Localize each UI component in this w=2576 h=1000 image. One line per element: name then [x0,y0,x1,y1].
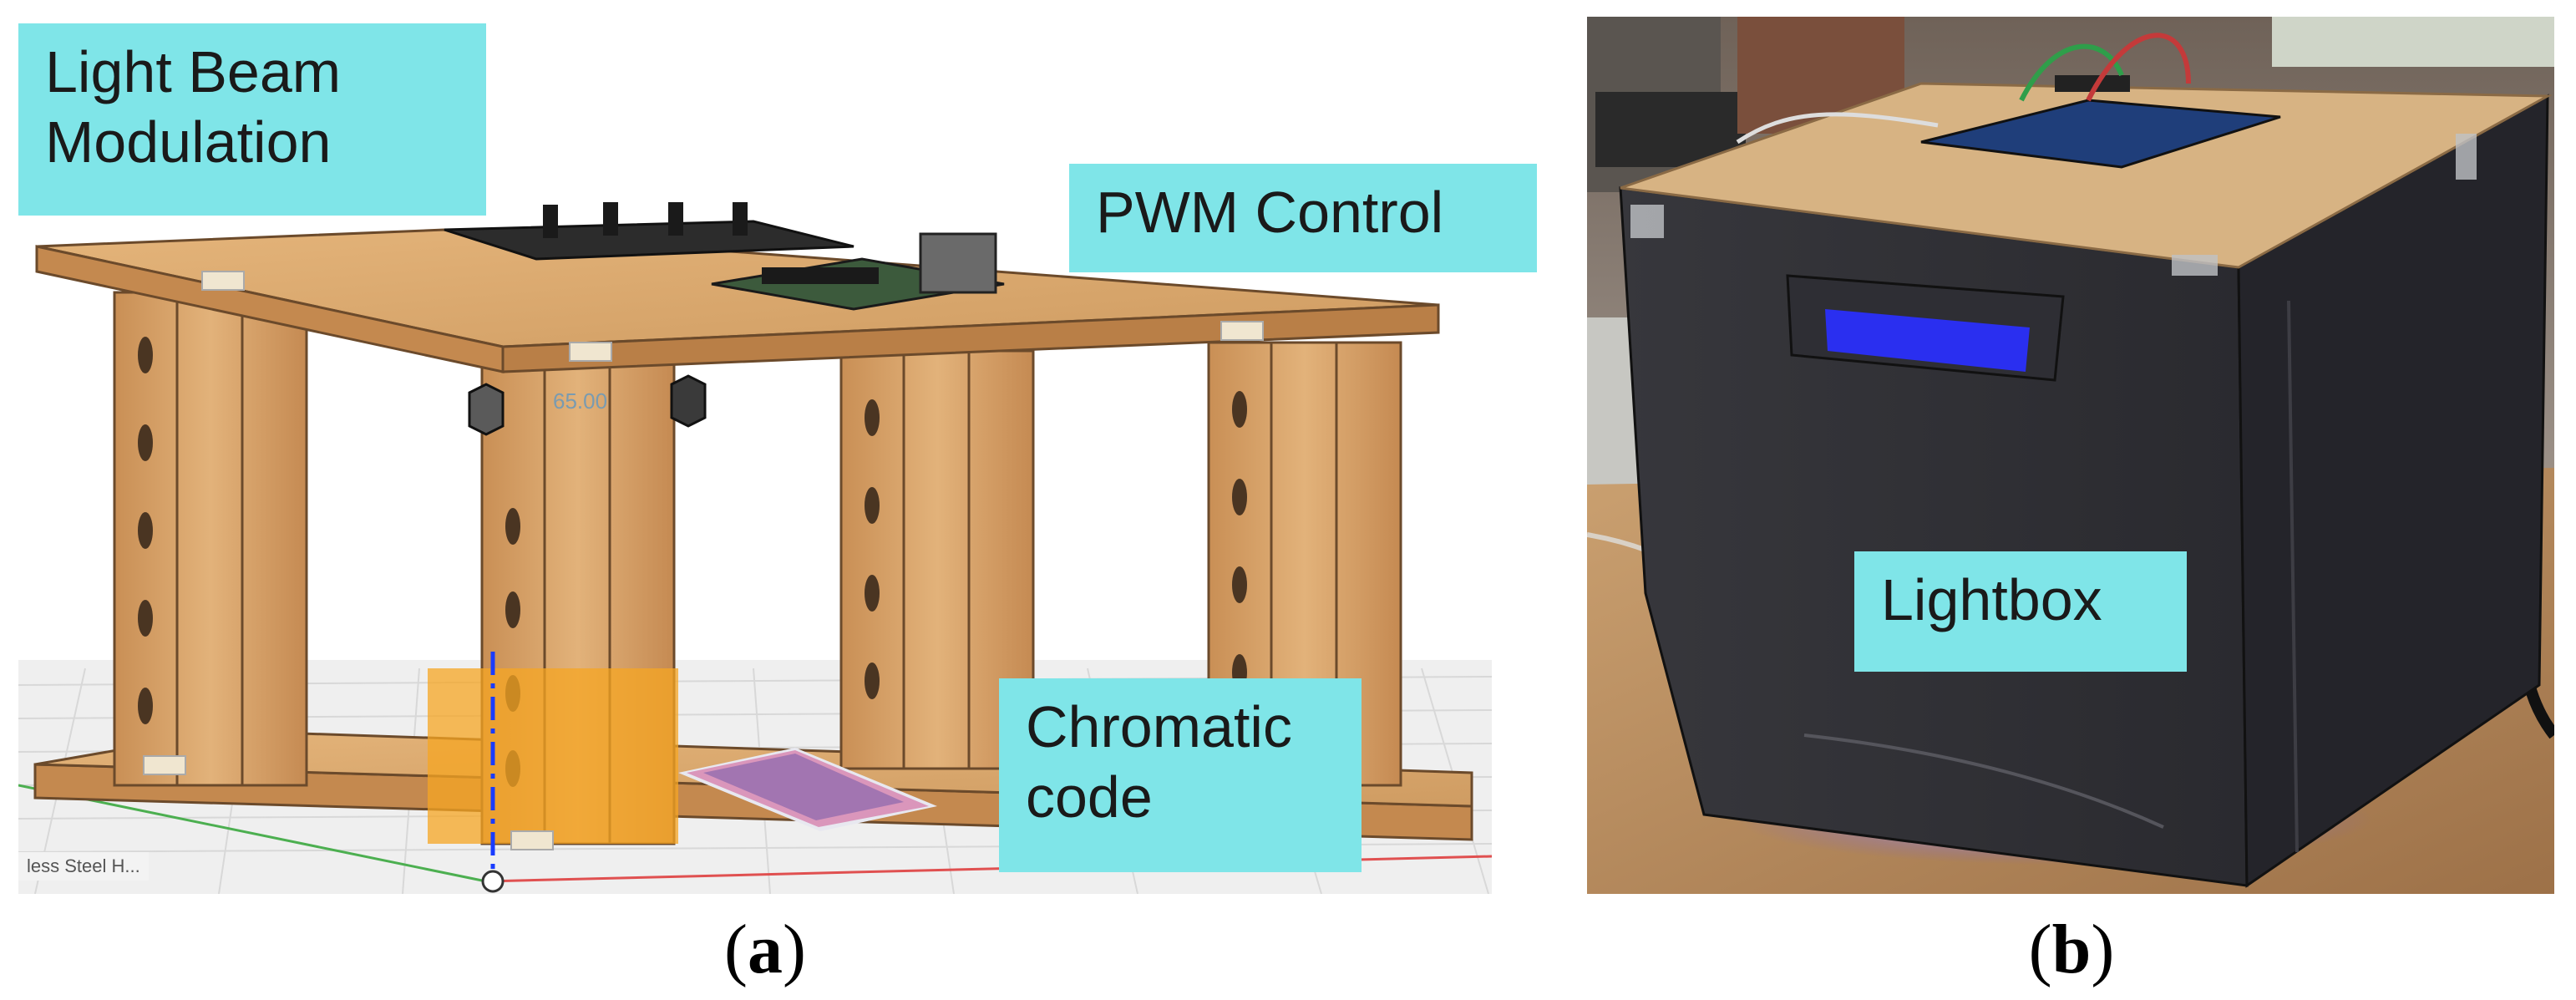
callout-lightbox: Lightbox [1854,551,2187,672]
caption-a-open: ( [724,911,748,988]
caption-b: (b) [1988,909,2155,990]
caption-b-letter: b [2051,911,2092,988]
caption-a: (a) [682,909,849,990]
hex-nuts [468,374,707,436]
callout-pwm-control: PWM Control [1069,164,1537,272]
electronics-boards [444,202,1005,311]
chromatic-code-pattern [678,748,937,831]
lightbox-photo-illustration [1587,17,2554,894]
caption-b-open: ( [2028,911,2052,988]
lightbox-photo-panel [1587,17,2554,894]
dimension-label: 65.00 [553,388,608,414]
caption-a-letter: a [748,911,783,988]
caption-b-close: ) [2091,911,2115,988]
caption-a-close: ) [783,911,806,988]
callout-light-beam-modulation: Light Beam Modulation [18,23,486,216]
cad-material-label: less Steel H... [18,852,149,881]
arduino-boards [1736,33,2281,169]
callout-chromatic-code: Chromatic code [999,678,1362,872]
